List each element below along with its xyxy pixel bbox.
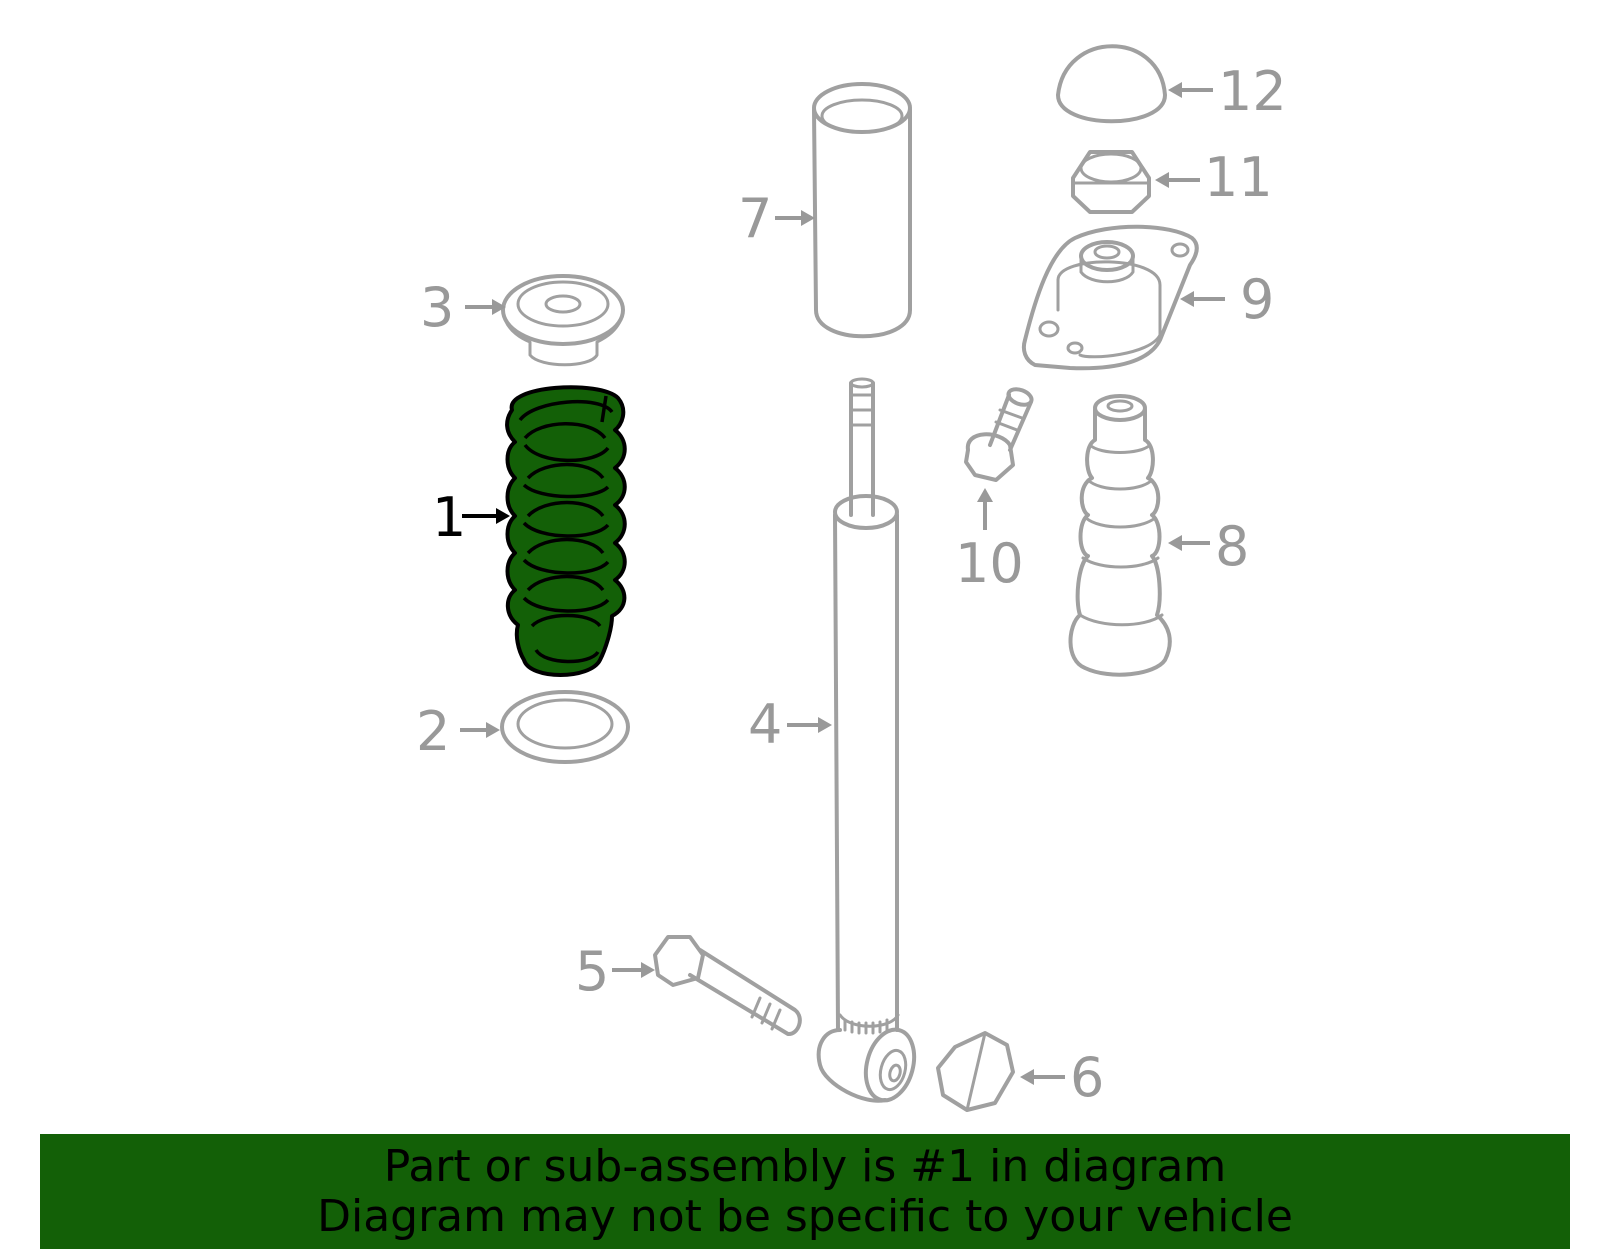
part-3-upper-spring-seat[interactable] (501, 274, 625, 367)
callout-8: 8 (1215, 515, 1249, 578)
part-9-strut-mount[interactable] (1021, 224, 1199, 371)
part-5-bolt[interactable] (653, 935, 802, 1036)
callout-11: 11 (1204, 146, 1273, 209)
callout-2: 2 (416, 700, 450, 763)
callout-5: 5 (575, 940, 609, 1003)
callout-9: 9 (1240, 268, 1274, 331)
leader-arrows (460, 82, 1225, 1085)
part-1-coil-spring[interactable] (505, 385, 627, 677)
part-10-bolt[interactable] (964, 386, 1034, 482)
callout-7: 7 (738, 187, 772, 250)
part-6-nut[interactable] (936, 1031, 1015, 1112)
part-4-shock-absorber[interactable] (816, 377, 922, 1106)
info-banner: Part or sub-assembly is #1 in diagram Di… (40, 1134, 1570, 1249)
part-12-cap[interactable] (1056, 44, 1167, 124)
part-11-nut[interactable] (1071, 150, 1151, 214)
callout-6: 6 (1070, 1046, 1104, 1109)
part-7-dust-boot-tube[interactable] (812, 82, 912, 339)
banner-line-part-number: Part or sub-assembly is #1 in diagram (383, 1141, 1227, 1192)
callout-10: 10 (955, 532, 1024, 595)
callout-12: 12 (1218, 60, 1287, 123)
part-2-lower-spring-pad[interactable] (500, 690, 630, 764)
callout-3: 3 (420, 276, 454, 339)
banner-line-disclaimer: Diagram may not be specific to your vehi… (317, 1191, 1293, 1242)
callout-4: 4 (748, 693, 782, 756)
part-8-bump-stop[interactable] (1068, 394, 1172, 677)
callout-1: 1 (432, 486, 466, 549)
